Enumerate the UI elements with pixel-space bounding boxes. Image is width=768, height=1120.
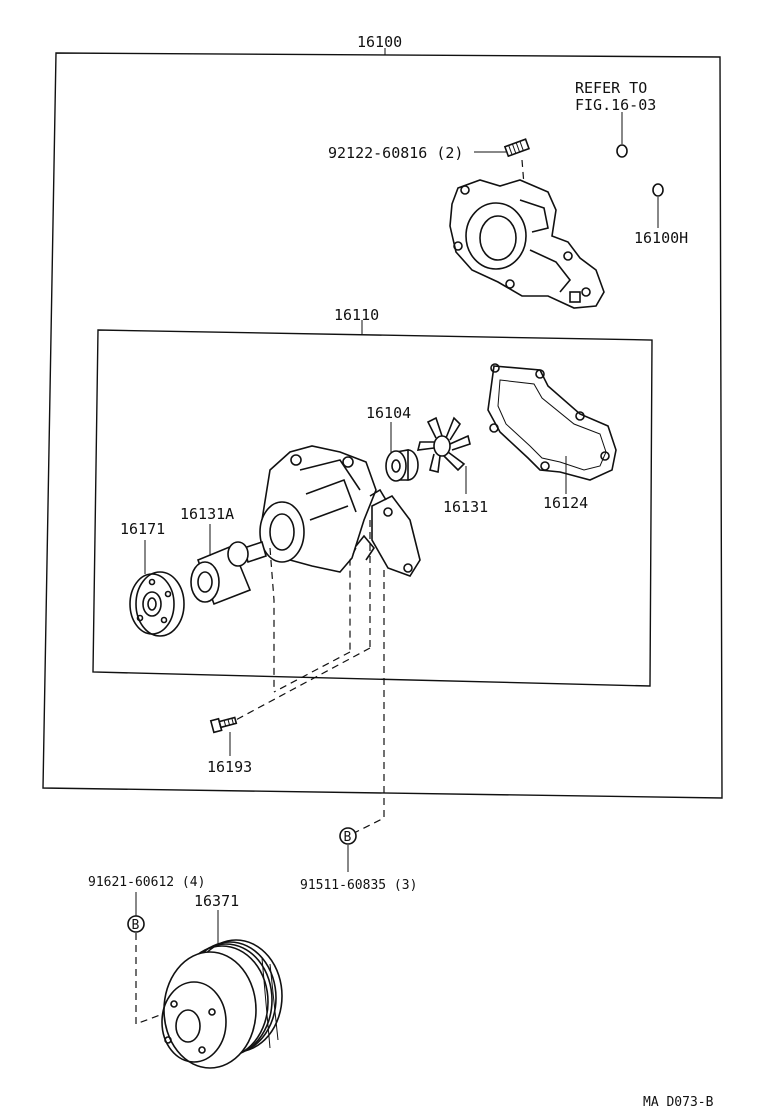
label-16171: 16171 [120, 520, 165, 538]
label-nut-code: 91511-60835 (3) [300, 878, 417, 893]
oring-upper [616, 144, 628, 158]
label-16193: 16193 [207, 758, 252, 776]
gasket-16124 [487, 363, 617, 481]
pump-body [259, 445, 421, 577]
pulley-16371 [161, 939, 283, 1069]
label-bolt-code: 91621-60612 (4) [88, 875, 205, 890]
bolt-16193 [209, 716, 238, 734]
label-16104: 16104 [366, 404, 411, 422]
label-16371: 16371 [194, 892, 239, 910]
label-16131a: 16131A [180, 505, 234, 523]
mechanical-seal-16104 [385, 449, 419, 482]
label-16100h: 16100H [634, 229, 688, 247]
subassembly-frame-16110 [92, 320, 653, 687]
marker-b-bolt-text: B [132, 918, 140, 933]
label-16131: 16131 [443, 498, 488, 516]
refer-text-line2: FIG.16-03 [575, 96, 656, 114]
impeller-16131 [416, 416, 471, 473]
pulley-seat-16171 [129, 571, 185, 637]
diagram-code: MA D073-B [643, 1095, 714, 1110]
stud-dashed-path [521, 159, 525, 186]
refer-text-line1: REFER TO [575, 79, 647, 97]
marker-b-bolt [127, 915, 145, 933]
dashed-bolt-line [135, 933, 169, 1025]
dashed-installation-lines [231, 520, 385, 835]
bearing-16131a [190, 541, 252, 606]
assembly-frame-16100 [42, 48, 723, 799]
stud-bolt [503, 138, 531, 158]
water-pump-housing [449, 179, 605, 309]
label-stud: 92122-60816 (2) [328, 144, 463, 162]
oring-16100h [652, 183, 664, 197]
marker-b-nut-text: B [344, 830, 352, 845]
label-16124: 16124 [543, 494, 588, 512]
label-16100: 16100 [357, 33, 402, 51]
label-16110: 16110 [334, 306, 379, 324]
marker-b-nut [339, 827, 357, 845]
